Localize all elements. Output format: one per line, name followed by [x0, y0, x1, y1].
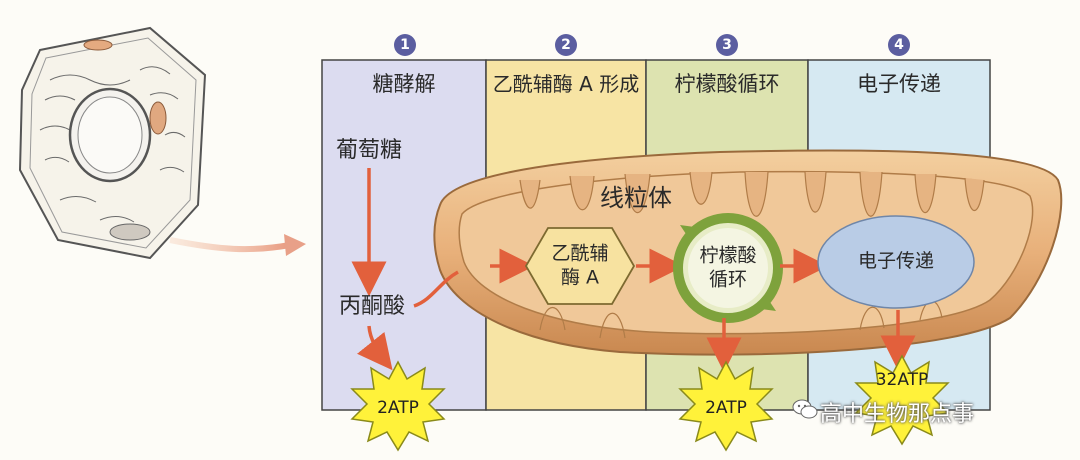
electron-transport-label: 电子传递 [857, 250, 935, 273]
stage-number-2: 2 [555, 34, 577, 56]
cell-illustration [18, 26, 207, 260]
atp-label-electron: 32ATP [875, 370, 929, 390]
electron-transport-ellipse [817, 215, 975, 309]
atp-starburst-citric [678, 360, 774, 452]
citric-cycle-ring [673, 213, 783, 323]
atp-label-citric: 2ATP [705, 398, 747, 418]
stage-number-1: 1 [394, 34, 416, 56]
stage-title-glycolysis: 糖酵解 [372, 72, 436, 96]
acetyl-coa-label: 乙酰辅 酶 A [551, 242, 608, 290]
glucose-label: 葡萄糖 [335, 138, 403, 163]
citric-cycle-label: 柠檬酸 循环 [699, 244, 756, 292]
stage-number-3: 3 [716, 34, 738, 56]
mitochondrion-label: 线粒体 [600, 184, 672, 212]
stage-number-4: 4 [888, 34, 910, 56]
acetyl-coa-hexagon [524, 227, 636, 305]
atp-label-glycolysis: 2ATP [377, 398, 419, 418]
wechat-icon [792, 399, 818, 419]
stage-title-electron-transport: 电子传递 [857, 72, 941, 96]
watermark-text: 高中生物那点事 [820, 402, 975, 427]
atp-starburst-glycolysis [350, 360, 446, 452]
citric-cycle-line2: 循环 [708, 268, 748, 290]
stage-title-citric-cycle: 柠檬酸循环 [674, 72, 780, 96]
stage-title-acetyl-coa: 乙酰辅酶 A 形成 [492, 72, 640, 96]
acetyl-coa-line2: 酶 A [560, 266, 600, 288]
atp-starburst-electron [854, 354, 950, 446]
acetyl-coa-line1: 乙酰辅 [551, 242, 609, 265]
pyruvate-label: 丙酮酸 [338, 294, 406, 319]
citric-cycle-line1: 柠檬酸 [699, 244, 757, 267]
